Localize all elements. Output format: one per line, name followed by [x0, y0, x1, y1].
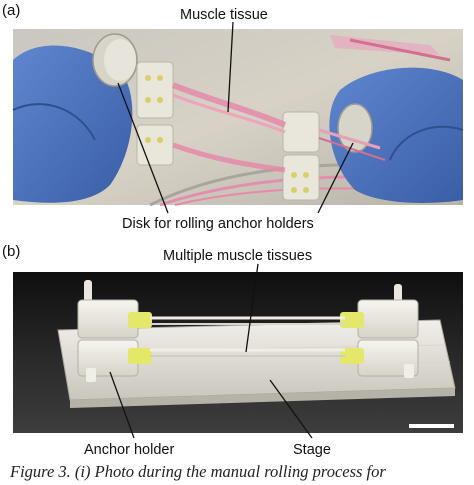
panel-a-letter: (a) [2, 2, 20, 19]
panel-b-label-multiple-muscle-tissues: Multiple muscle tissues [163, 248, 312, 264]
panel-b-letter: (b) [2, 243, 20, 260]
panel-a: (a) Muscle tissue [2, 2, 464, 232]
panel-b-photo [13, 272, 463, 433]
callout-line-disk-right [317, 142, 354, 214]
panel-b: (b) Multiple muscle tissues [2, 243, 463, 458]
callout-line-anchor-holder [109, 371, 135, 439]
panel-a-photo [12, 29, 464, 207]
callout-line-muscle-tissue [227, 21, 234, 113]
scale-bar [409, 424, 454, 428]
callout-line-multiple-tissues [245, 263, 259, 353]
panel-a-label-disk: Disk for rolling anchor holders [122, 216, 314, 232]
panel-b-label-anchor-holder: Anchor holder [84, 442, 174, 458]
callout-line-stage [269, 379, 313, 439]
panel-b-label-stage: Stage [293, 442, 331, 458]
panel-a-label-muscle-tissue: Muscle tissue [180, 7, 268, 23]
figure-caption: Figure 3. (i) Photo during the manual ro… [10, 462, 386, 481]
callout-line-disk-left [117, 82, 169, 214]
